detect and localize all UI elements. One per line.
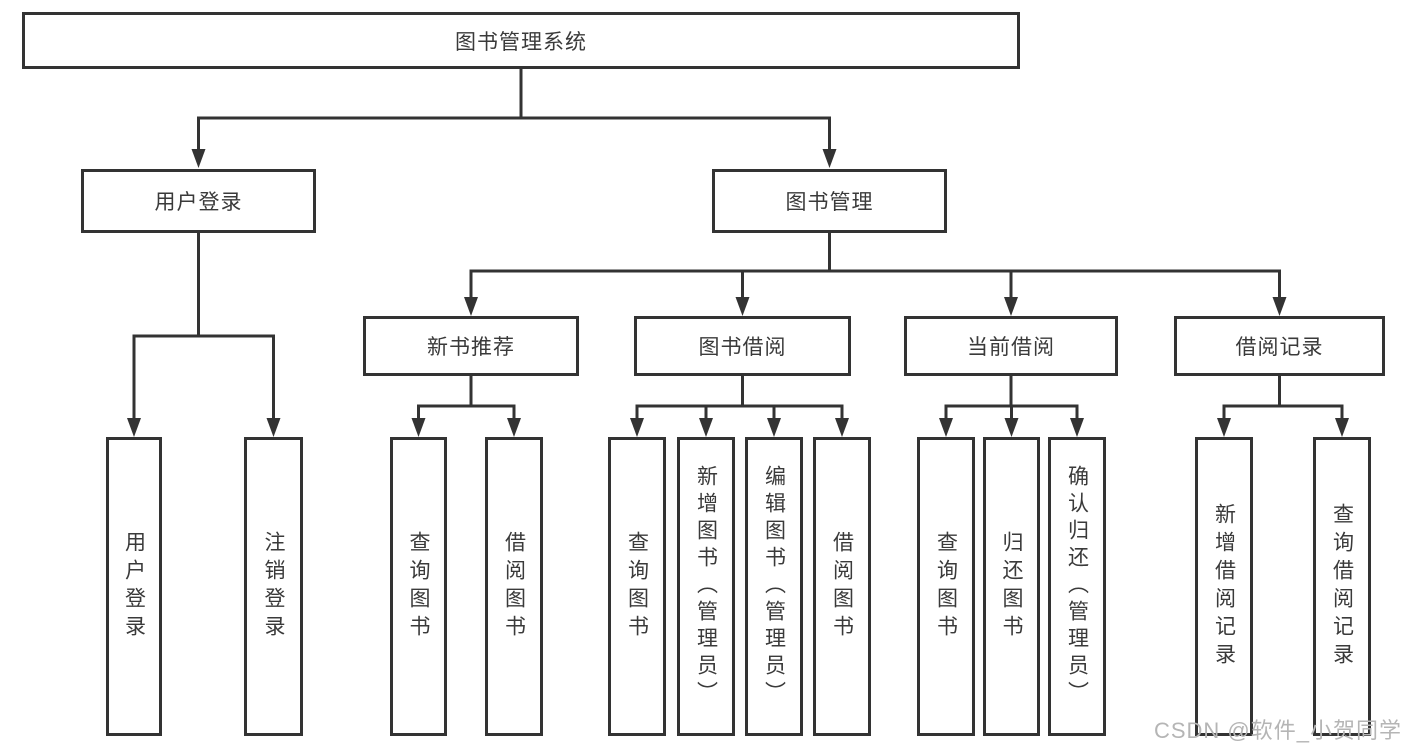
leaf-br-query-borrow-record: 查询借阅记录 <box>1313 437 1371 736</box>
node-user-login: 用户登录 <box>81 169 316 233</box>
leaf-bb-edit-books-admin: 编辑图书（管理员） <box>745 437 803 736</box>
node-book-management: 图书管理 <box>712 169 947 233</box>
leaf-nbr-borrow-books: 借阅图书 <box>485 437 543 736</box>
node-new-book-recommend: 新书推荐 <box>363 316 579 376</box>
leaf-logout: 注销登录 <box>244 437 303 736</box>
leaf-bb-query-books: 查询图书 <box>608 437 666 736</box>
leaf-br-add-borrow-record: 新增借阅记录 <box>1195 437 1253 736</box>
node-root: 图书管理系统 <box>22 12 1020 69</box>
leaf-cb-query-books: 查询图书 <box>917 437 975 736</box>
node-book-borrow: 图书借阅 <box>634 316 851 376</box>
leaf-cb-confirm-return-admin: 确认归还（管理员） <box>1048 437 1106 736</box>
leaf-bb-add-books-admin: 新增图书（管理员） <box>677 437 735 736</box>
leaf-user-login: 用户登录 <box>106 437 162 736</box>
leaf-bb-borrow-books: 借阅图书 <box>813 437 871 736</box>
leaf-nbr-query-books: 查询图书 <box>390 437 447 736</box>
leaf-cb-return-books: 归还图书 <box>983 437 1040 736</box>
node-borrow-records: 借阅记录 <box>1174 316 1385 376</box>
watermark-text: CSDN @软件_小贺同学 <box>1153 718 1402 743</box>
node-current-borrow: 当前借阅 <box>904 316 1118 376</box>
